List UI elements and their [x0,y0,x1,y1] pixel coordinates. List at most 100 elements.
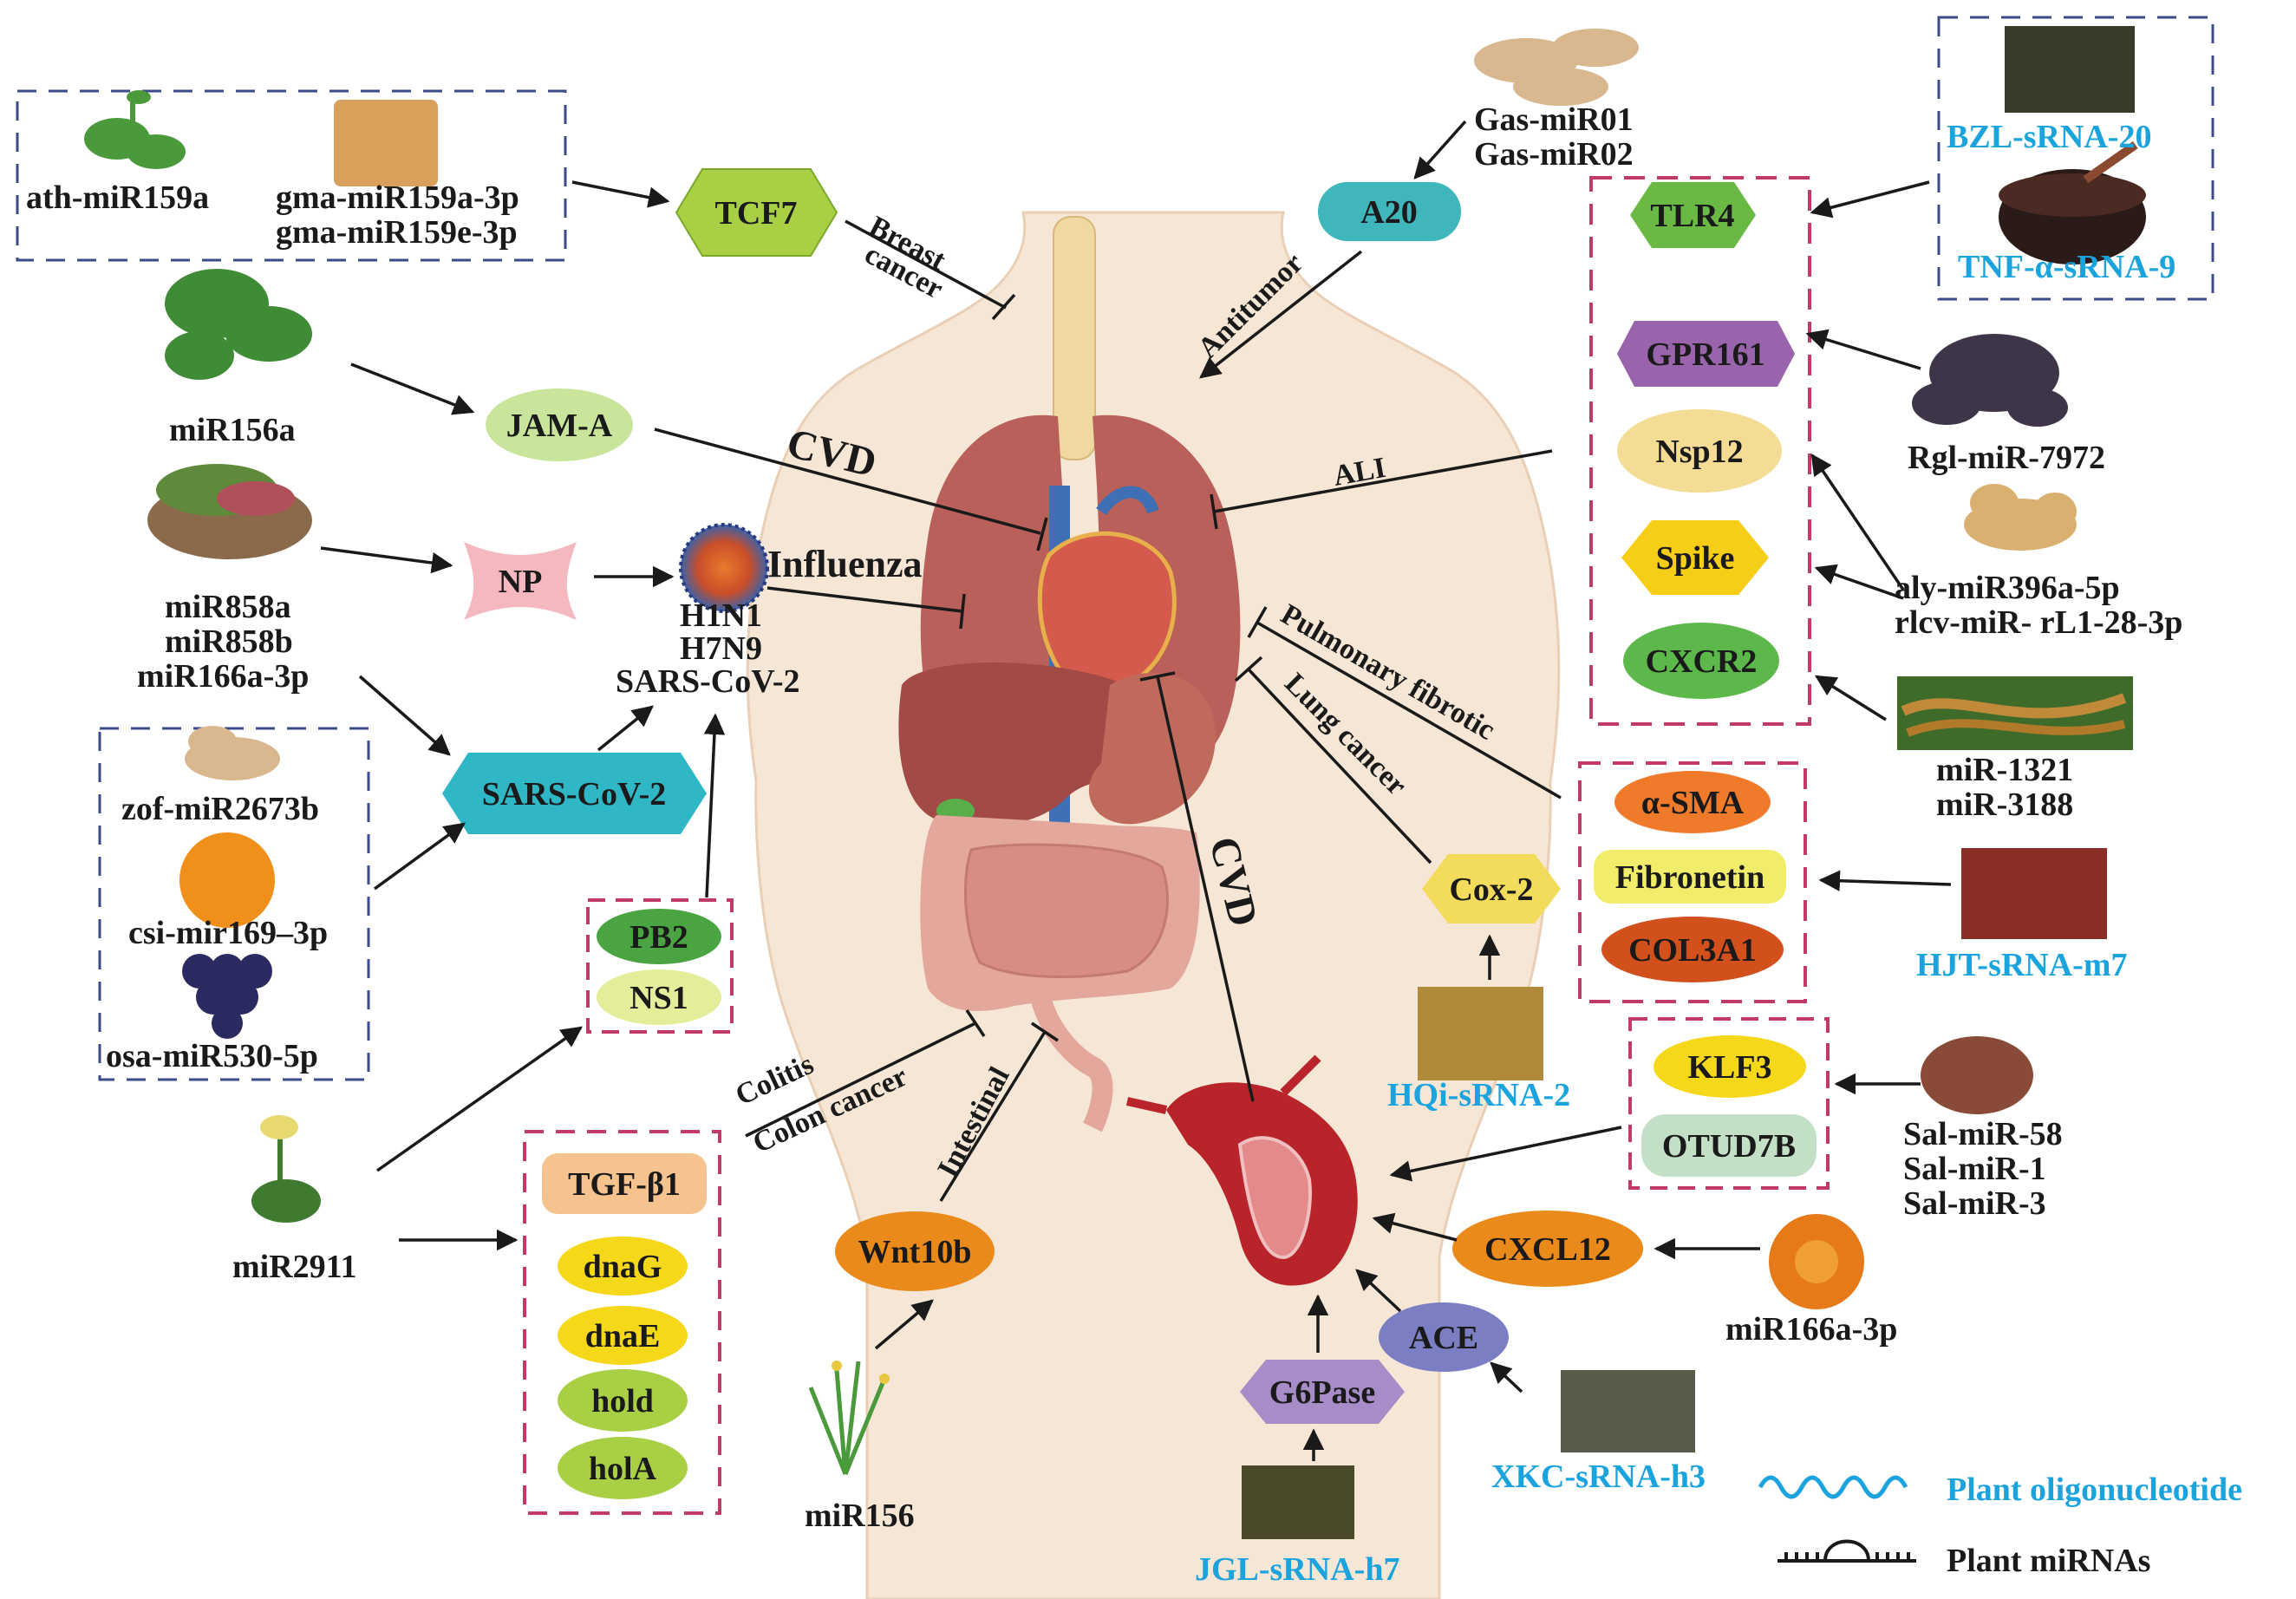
legend-plant-oligonucleotide: Plant oligonucleotide [1947,1472,2242,1508]
arrow-rice-to-wnt10b [874,1299,934,1350]
tcf7-node [675,168,838,257]
text-gpr161: GPR161 [1646,336,1764,373]
text-cox-2: Cox-2 [1449,871,1533,908]
label-bzl-srna-20: BZL-sRNA-20 [1947,119,2151,155]
arrow-xkc-to-ace [1490,1361,1523,1393]
hold-node [558,1369,688,1432]
label-csi-mir169: csi-mir169–3p [128,915,328,951]
box-klf3 [1628,1017,1830,1190]
box-top-left [16,89,567,262]
np-node [464,542,577,620]
label-hqi-srna-2: HQi-sRNA-2 [1387,1077,1570,1113]
label-sal-mir-1: Sal-miR-1 [1903,1151,2046,1187]
text-pb2: PB2 [629,919,688,956]
nsp12-node [1617,409,1782,493]
text-cxcl12: CXCL12 [1484,1231,1611,1268]
label-mir858b: miR858b [165,623,293,660]
label-gma-mir159a: gma-miR159a-3p [276,179,519,216]
box-left-plants [98,727,370,1081]
text-hola: holA [589,1451,657,1487]
rice-image [808,1361,890,1475]
tlr4-node [1630,182,1756,248]
label-sal-mir-58: Sal-miR-58 [1903,1116,2063,1152]
label-rlcv-mir: rlcv-miR- rL1-28-3p [1895,604,2182,641]
a20-node [1318,182,1461,241]
label-mir2911: miR2911 [232,1249,357,1285]
label-influenza: Influenza [767,543,922,585]
jam-a-node [486,388,633,461]
arrow-worm-to-cxcr2 [1814,675,1887,721]
label-rgl-mir-7972: Rgl-miR-7972 [1908,440,2105,476]
spike-node [1621,520,1769,595]
inhibit-influenza [766,586,966,630]
grapes-image [182,954,272,1039]
ace-node [1379,1302,1509,1372]
arrow-hjt-to-fibrosis [1818,870,1952,891]
label-mir166a-3p-right: miR166a-3p [1725,1311,1897,1348]
honeysuckle-image [251,1115,321,1223]
orange-image [179,832,275,928]
otud7b-node [1641,1114,1817,1177]
jgl-image [1242,1465,1354,1539]
node-shapes [442,168,1817,1499]
arrow-aly-to-nsp12 [1810,453,1905,591]
box-pb2-ns1 [586,898,734,1034]
legend [1758,1475,1916,1563]
label-mir-3188: miR-3188 [1936,786,2073,823]
tea-leaves-image [2005,26,2135,113]
spinach-image [165,269,312,380]
ginger-left-image [185,726,280,780]
inhibit-colitis [745,1009,986,1138]
text-np: NP [499,564,543,600]
arrow-tea-to-tlr4 [1810,180,1930,219]
text-wnt10b: Wnt10b [858,1234,972,1270]
text-klf3: KLF3 [1687,1049,1771,1086]
label-xkc-srna-h3: XKC-sRNA-h3 [1491,1459,1706,1495]
text-sars-cov-2: SARS-CoV-2 [482,776,667,813]
inhibit-intestinal [939,1021,1059,1202]
arrow-mir2911-to-pb2box [375,1026,584,1172]
text-spike: Spike [1656,540,1735,577]
label-jgl-srna-h7: JGL-sRNA-h7 [1195,1551,1399,1588]
ginger-right-image [1964,484,2077,551]
inhibit-vessel-cvd [1139,671,1255,1102]
blood-vessel-image [1125,1054,1358,1286]
gastrodia-image [1474,29,1639,106]
arrow-cxcl12-to-vessel [1372,1212,1458,1242]
klf3-node [1654,1035,1806,1098]
gpr161-node [1617,321,1795,387]
inhibit-ali [1210,449,1553,530]
label-hjt-srna-m7: HJT-sRNA-m7 [1916,947,2128,983]
text-col3a1: COL3A1 [1628,932,1757,969]
arrow-a20-to-body [1199,250,1363,379]
rehmannia-image [1912,334,2068,427]
text-jam-a: JAM-A [506,408,613,444]
inhibit-jam-a-cvd [654,427,1048,551]
red-slices-image [1961,848,2107,939]
group-boxes [16,16,2214,1515]
hola-node [558,1437,688,1499]
cox-2-node [1422,854,1561,924]
text-otud7b: OTUD7B [1662,1128,1796,1165]
label-mir-1321: miR-1321 [1936,752,2073,788]
label-h1n1: H1N1 [680,597,762,634]
arrow-aly-to-spike [1814,564,1904,600]
label-gma-mir159e: gma-miR159e-3p [276,214,518,251]
label-aly-mir396a: aly-miR396a-5p [1895,570,2120,606]
arrow-pb2box-to-virus [703,713,726,898]
wnt10b-node [835,1211,995,1291]
arrow-mir156a-to-jam-a [350,362,475,415]
plant-mirnas-icon [1777,1539,1916,1563]
arrow-sars-to-virus [597,705,654,752]
xkc-image [1561,1370,1695,1452]
arrow-ace-to-vessel [1355,1269,1402,1313]
text-dnae: dnaE [585,1318,661,1354]
decoction-bowl-image [1999,140,2146,264]
tgf-b1-node [542,1153,707,1214]
label-osa-mir530: osa-miR530-5p [106,1038,318,1074]
legend-plant-mirnas: Plant miRNAs [1947,1543,2150,1579]
text-ns1: NS1 [629,980,688,1016]
label-tnf-srna-9: TNF-α-sRNA-9 [1958,249,2175,285]
label-sal-mir-3: Sal-miR-3 [1903,1185,2046,1222]
